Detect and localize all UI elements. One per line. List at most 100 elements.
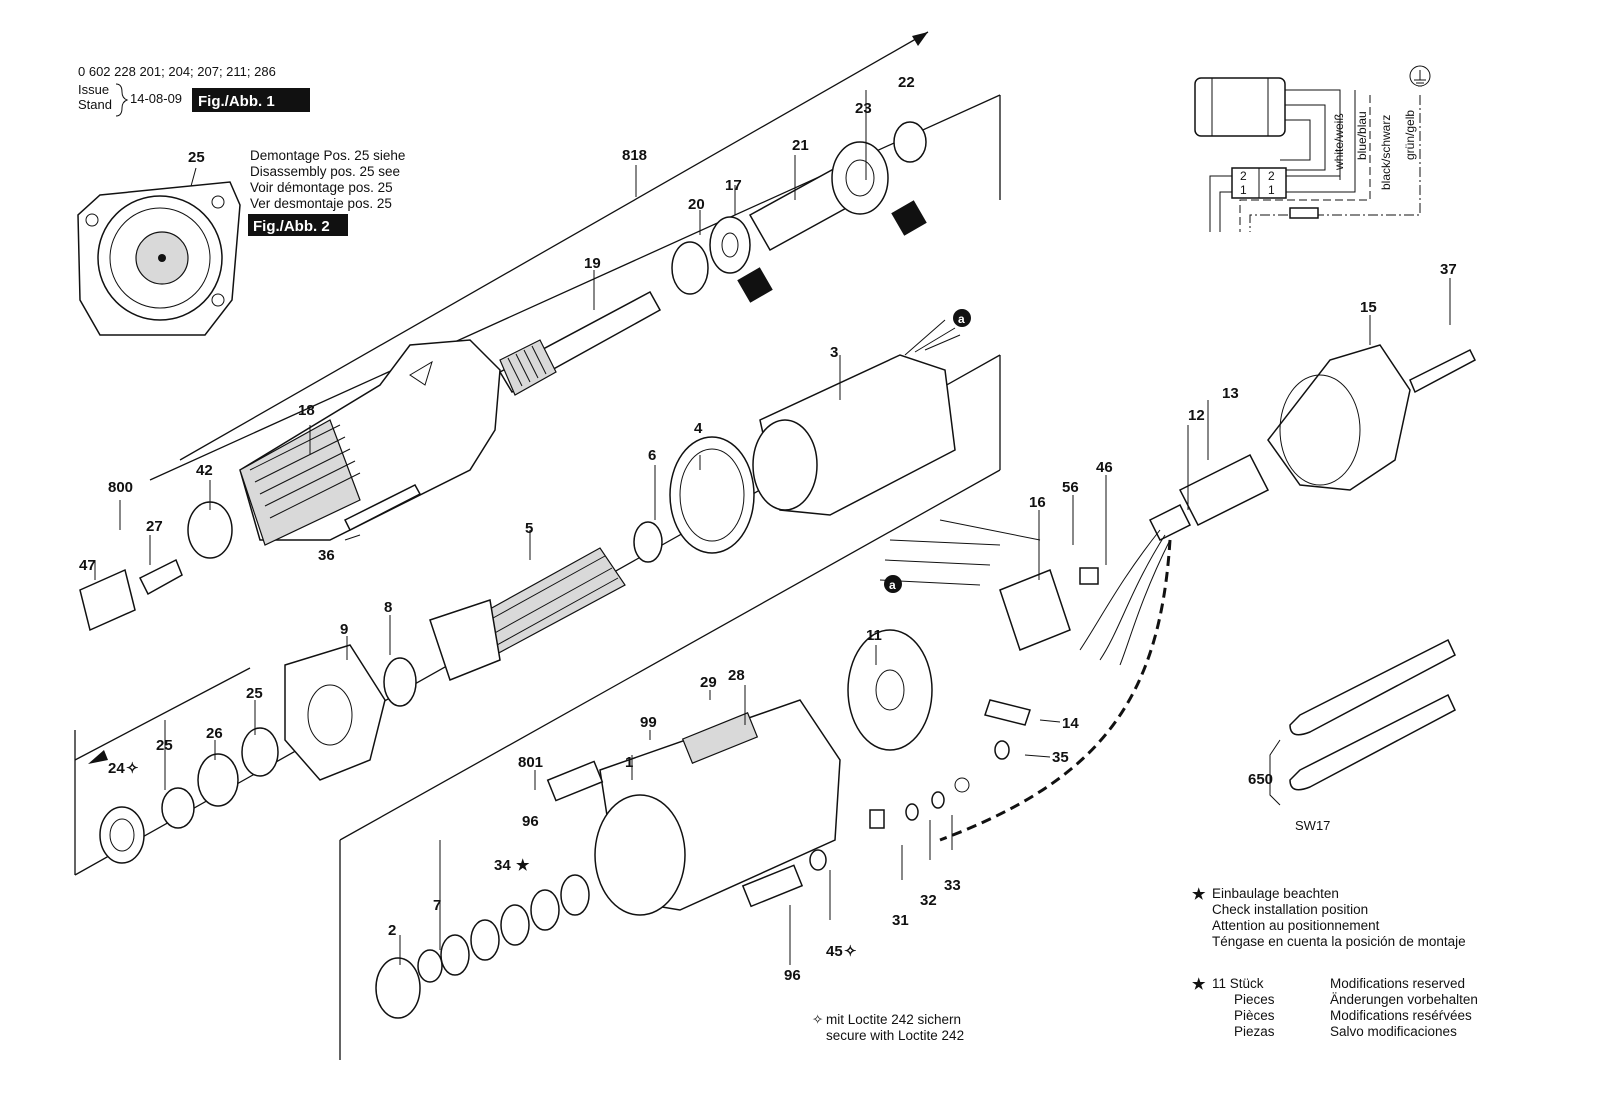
loctite-note-en: secure with Loctite 242 xyxy=(826,1028,964,1043)
install-note-2: Check installation position xyxy=(1212,902,1368,917)
loctite-note-de: mit Loctite 242 sichern xyxy=(826,1012,961,1027)
modifications-en: Modifications reserved xyxy=(1330,976,1465,991)
terminal-label-3: 1 xyxy=(1240,183,1247,197)
nut-24 xyxy=(99,806,145,864)
bottom-frame-top xyxy=(339,469,1001,841)
bearing-plate-9 xyxy=(284,644,386,781)
handle-15 xyxy=(1267,344,1411,491)
inset-screw-hole-1 xyxy=(85,213,99,227)
star-count-pieces-fr: Pièces xyxy=(1234,1008,1275,1023)
part-label-20: 20 xyxy=(688,196,705,213)
stand-label: Stand xyxy=(78,97,112,112)
armature-winding-lines xyxy=(474,555,619,651)
screw-36 xyxy=(343,484,422,532)
rotation-arrow-icon xyxy=(409,360,433,386)
wire-label-black: black/schwarz xyxy=(1379,115,1393,190)
cable-cores xyxy=(1079,529,1171,666)
inset-note-line-1: Demontage Pos. 25 siehe xyxy=(250,148,405,163)
clamp-14 xyxy=(984,699,1031,726)
part-label-96a: 96 xyxy=(522,813,539,830)
motor-symbol xyxy=(1194,77,1286,137)
part-label-22: 22 xyxy=(898,74,915,91)
screw-35 xyxy=(994,740,1010,760)
brush-holder-11 xyxy=(847,629,933,751)
brush-ring-2 xyxy=(470,919,500,961)
grease-symbol-1-icon xyxy=(737,267,773,303)
part-label-26: 26 xyxy=(206,725,223,742)
inset-screw-hole-2 xyxy=(211,195,225,209)
washer-20 xyxy=(671,241,709,295)
issue-brace xyxy=(115,83,129,117)
ring-22 xyxy=(893,121,927,163)
field-3-face xyxy=(752,419,818,511)
axis-arrow-top xyxy=(912,32,928,46)
part-label-11: 11 xyxy=(866,627,882,644)
wrench-size-label: SW17 xyxy=(1295,818,1330,833)
part-label-800: 800 xyxy=(108,479,133,496)
part-label-18: 18 xyxy=(298,402,315,419)
inset-center-hole xyxy=(158,254,166,262)
brush-ring-3 xyxy=(500,904,530,946)
wrench-bracket xyxy=(1269,739,1281,806)
part-label-1: 1 xyxy=(625,754,633,771)
guide-ring-4-inner xyxy=(679,448,745,542)
star-count-pieces-en: Pieces xyxy=(1234,992,1275,1007)
inset-part-number: 25 xyxy=(188,149,205,166)
interference-capacitor-46 xyxy=(1079,567,1099,585)
figure-badge-1: Fig./Abb. 1 xyxy=(198,93,275,110)
part-label-6: 6 xyxy=(648,447,656,464)
figure-badge-2-bg xyxy=(248,214,348,236)
washer-32 xyxy=(905,803,919,821)
part-label-21: 21 xyxy=(792,137,809,154)
part-label-35: 35 xyxy=(1052,749,1069,766)
bearing-17-bore xyxy=(721,232,739,258)
modifications-fr: Modifications reséŕvées xyxy=(1330,1008,1472,1023)
motor-wires xyxy=(1275,89,1341,180)
loctite-mark-24-icon: ✧ xyxy=(126,760,139,777)
spindle-assembly xyxy=(498,121,927,396)
part-label-7: 7 xyxy=(433,897,441,914)
model-numbers: 0 602 228 201; 204; 207; 211; 286 xyxy=(78,64,276,79)
wire-label-green-yellow: grün/gelb xyxy=(1403,110,1417,160)
wrench-lower xyxy=(1289,693,1456,791)
terminal-wires xyxy=(1209,90,1356,232)
part-label-15: 15 xyxy=(1360,299,1377,316)
lower-axis-line xyxy=(74,667,251,761)
wire-label-white: white/weiß xyxy=(1332,113,1346,171)
part-label-8: 8 xyxy=(384,599,392,616)
terminal-label-2: 2 xyxy=(1268,169,1275,183)
part-label-28: 28 xyxy=(728,667,745,684)
install-note-4: Téngase en cuenta la posición de montaje xyxy=(1212,934,1466,949)
leader-lines xyxy=(94,90,1451,965)
issue-label: Issue xyxy=(78,82,109,97)
brush-ring-4 xyxy=(530,889,560,931)
grease-symbol-2-icon xyxy=(891,200,927,236)
part-label-31: 31 xyxy=(892,912,909,929)
terminal-31 xyxy=(869,809,885,829)
star-legend-icon: ★ xyxy=(1192,886,1206,903)
end-cover-inner-ring xyxy=(109,207,211,309)
part-label-33: 33 xyxy=(944,877,961,894)
star-count-icon: ★ xyxy=(1192,976,1206,993)
gear-housing-18 xyxy=(79,339,501,632)
handle-15-opening xyxy=(1279,374,1361,486)
loctite-legend-icon: ✧ xyxy=(812,1012,824,1027)
figure-badge-1-bg xyxy=(192,88,310,112)
brush-holder-11-bore xyxy=(875,669,905,711)
inset-note-line-3: Voir démontage pos. 25 xyxy=(250,180,393,195)
connection-markers: a a xyxy=(884,309,971,593)
part-label-96b: 96 xyxy=(784,967,801,984)
switch-wires xyxy=(879,519,1041,586)
part-label-4: 4 xyxy=(694,420,703,437)
ground-lead xyxy=(939,539,1172,842)
bearing-6 xyxy=(633,521,663,563)
loctite-mark-45-icon: ✧ xyxy=(844,943,857,960)
star-count-prefix: 11 Stück xyxy=(1212,976,1264,991)
header: 0 602 228 201; 204; 207; 211; 286 Issue … xyxy=(78,64,310,117)
marker-a-top-bg xyxy=(953,309,971,327)
wire-clip xyxy=(1289,207,1319,219)
part-label-12: 12 xyxy=(1188,407,1205,424)
rating-plate-28 xyxy=(681,712,759,764)
cable-guard-13 xyxy=(1178,453,1270,527)
o-ring-7 xyxy=(417,949,443,983)
